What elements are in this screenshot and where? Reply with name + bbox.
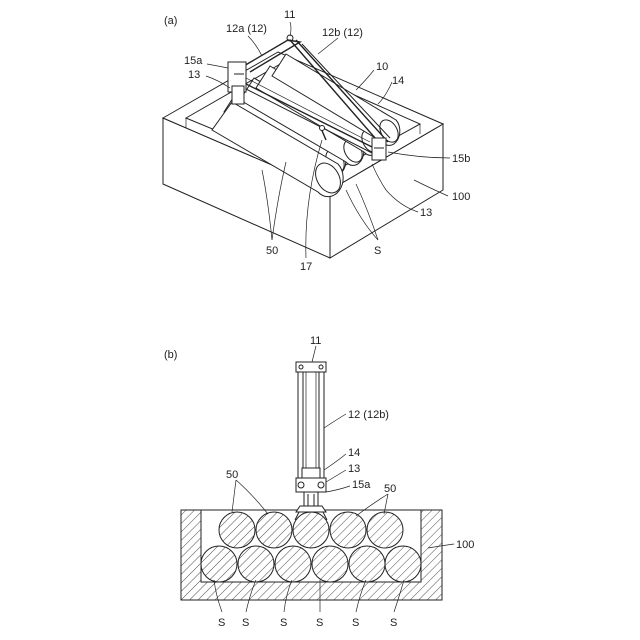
label-s-a: S bbox=[374, 245, 381, 257]
label-11-b: 11 bbox=[310, 335, 321, 347]
label-100-a: 100 bbox=[452, 191, 470, 203]
panel-b-tag: (b) bbox=[164, 349, 177, 361]
label-50-a: 50 bbox=[266, 245, 278, 257]
panel-b: (b) bbox=[164, 335, 474, 629]
robot-hand-10-side bbox=[295, 362, 327, 520]
label-15a: 15a bbox=[184, 55, 203, 67]
workpiece-bottom-5 bbox=[349, 546, 385, 582]
label-10: 10 bbox=[376, 61, 388, 73]
label-s-b-3: S bbox=[280, 617, 287, 629]
workpiece-gripped bbox=[293, 512, 329, 548]
label-11: 11 bbox=[284, 9, 295, 21]
label-s-b-6: S bbox=[390, 617, 397, 629]
label-14-b: 14 bbox=[348, 447, 360, 459]
label-13-right: 13 bbox=[420, 207, 432, 219]
label-s-b-5: S bbox=[352, 617, 359, 629]
workpiece-bottom-3 bbox=[275, 546, 311, 582]
workpiece-top-1 bbox=[219, 512, 255, 548]
label-13-b: 13 bbox=[348, 463, 360, 475]
panel-a-tag: (a) bbox=[164, 15, 177, 27]
workpieces-50-section bbox=[201, 512, 421, 582]
label-15b: 15b bbox=[452, 153, 470, 165]
label-12b: 12b (12) bbox=[322, 27, 363, 39]
label-s-b-4: S bbox=[316, 617, 323, 629]
label-17: 17 bbox=[300, 261, 312, 273]
workpiece-bottom-4 bbox=[312, 546, 348, 582]
panel-a: (a) bbox=[163, 9, 470, 273]
label-14: 14 bbox=[392, 75, 404, 87]
label-15a-b: 15a bbox=[352, 479, 371, 491]
label-100-b: 100 bbox=[456, 539, 474, 551]
workpiece-top-3 bbox=[330, 512, 366, 548]
label-12b-b: 12 (12b) bbox=[348, 409, 389, 421]
workpiece-bottom-1 bbox=[201, 546, 237, 582]
workpiece-bottom-2 bbox=[238, 546, 274, 582]
label-12a: 12a (12) bbox=[226, 23, 267, 35]
workpiece-top-4 bbox=[367, 512, 403, 548]
label-s-b-1: S bbox=[218, 617, 225, 629]
label-50-right-b: 50 bbox=[384, 483, 396, 495]
label-13-left: 13 bbox=[188, 69, 200, 81]
label-50-left-b: 50 bbox=[226, 469, 238, 481]
workpiece-top-2 bbox=[256, 512, 292, 548]
workpiece-bottom-6 bbox=[385, 546, 421, 582]
label-s-b-2: S bbox=[242, 617, 249, 629]
